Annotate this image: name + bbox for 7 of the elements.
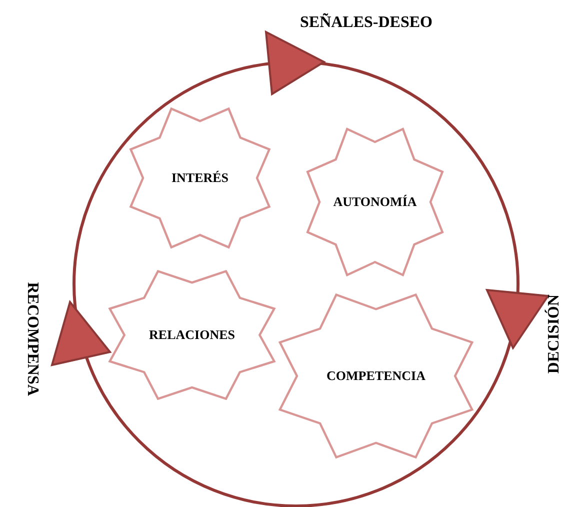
node-label: AUTONOMÍA [333,194,417,210]
stage-label: SEÑALES-DESEO [300,14,432,32]
node-label: RELACIONES [149,327,235,343]
stage-label: DECISIÓN [546,294,564,374]
node-label: INTERÉS [171,170,229,186]
stage-label: RECOMPENSA [22,282,41,396]
node-label: COMPETENCIA [326,368,426,384]
